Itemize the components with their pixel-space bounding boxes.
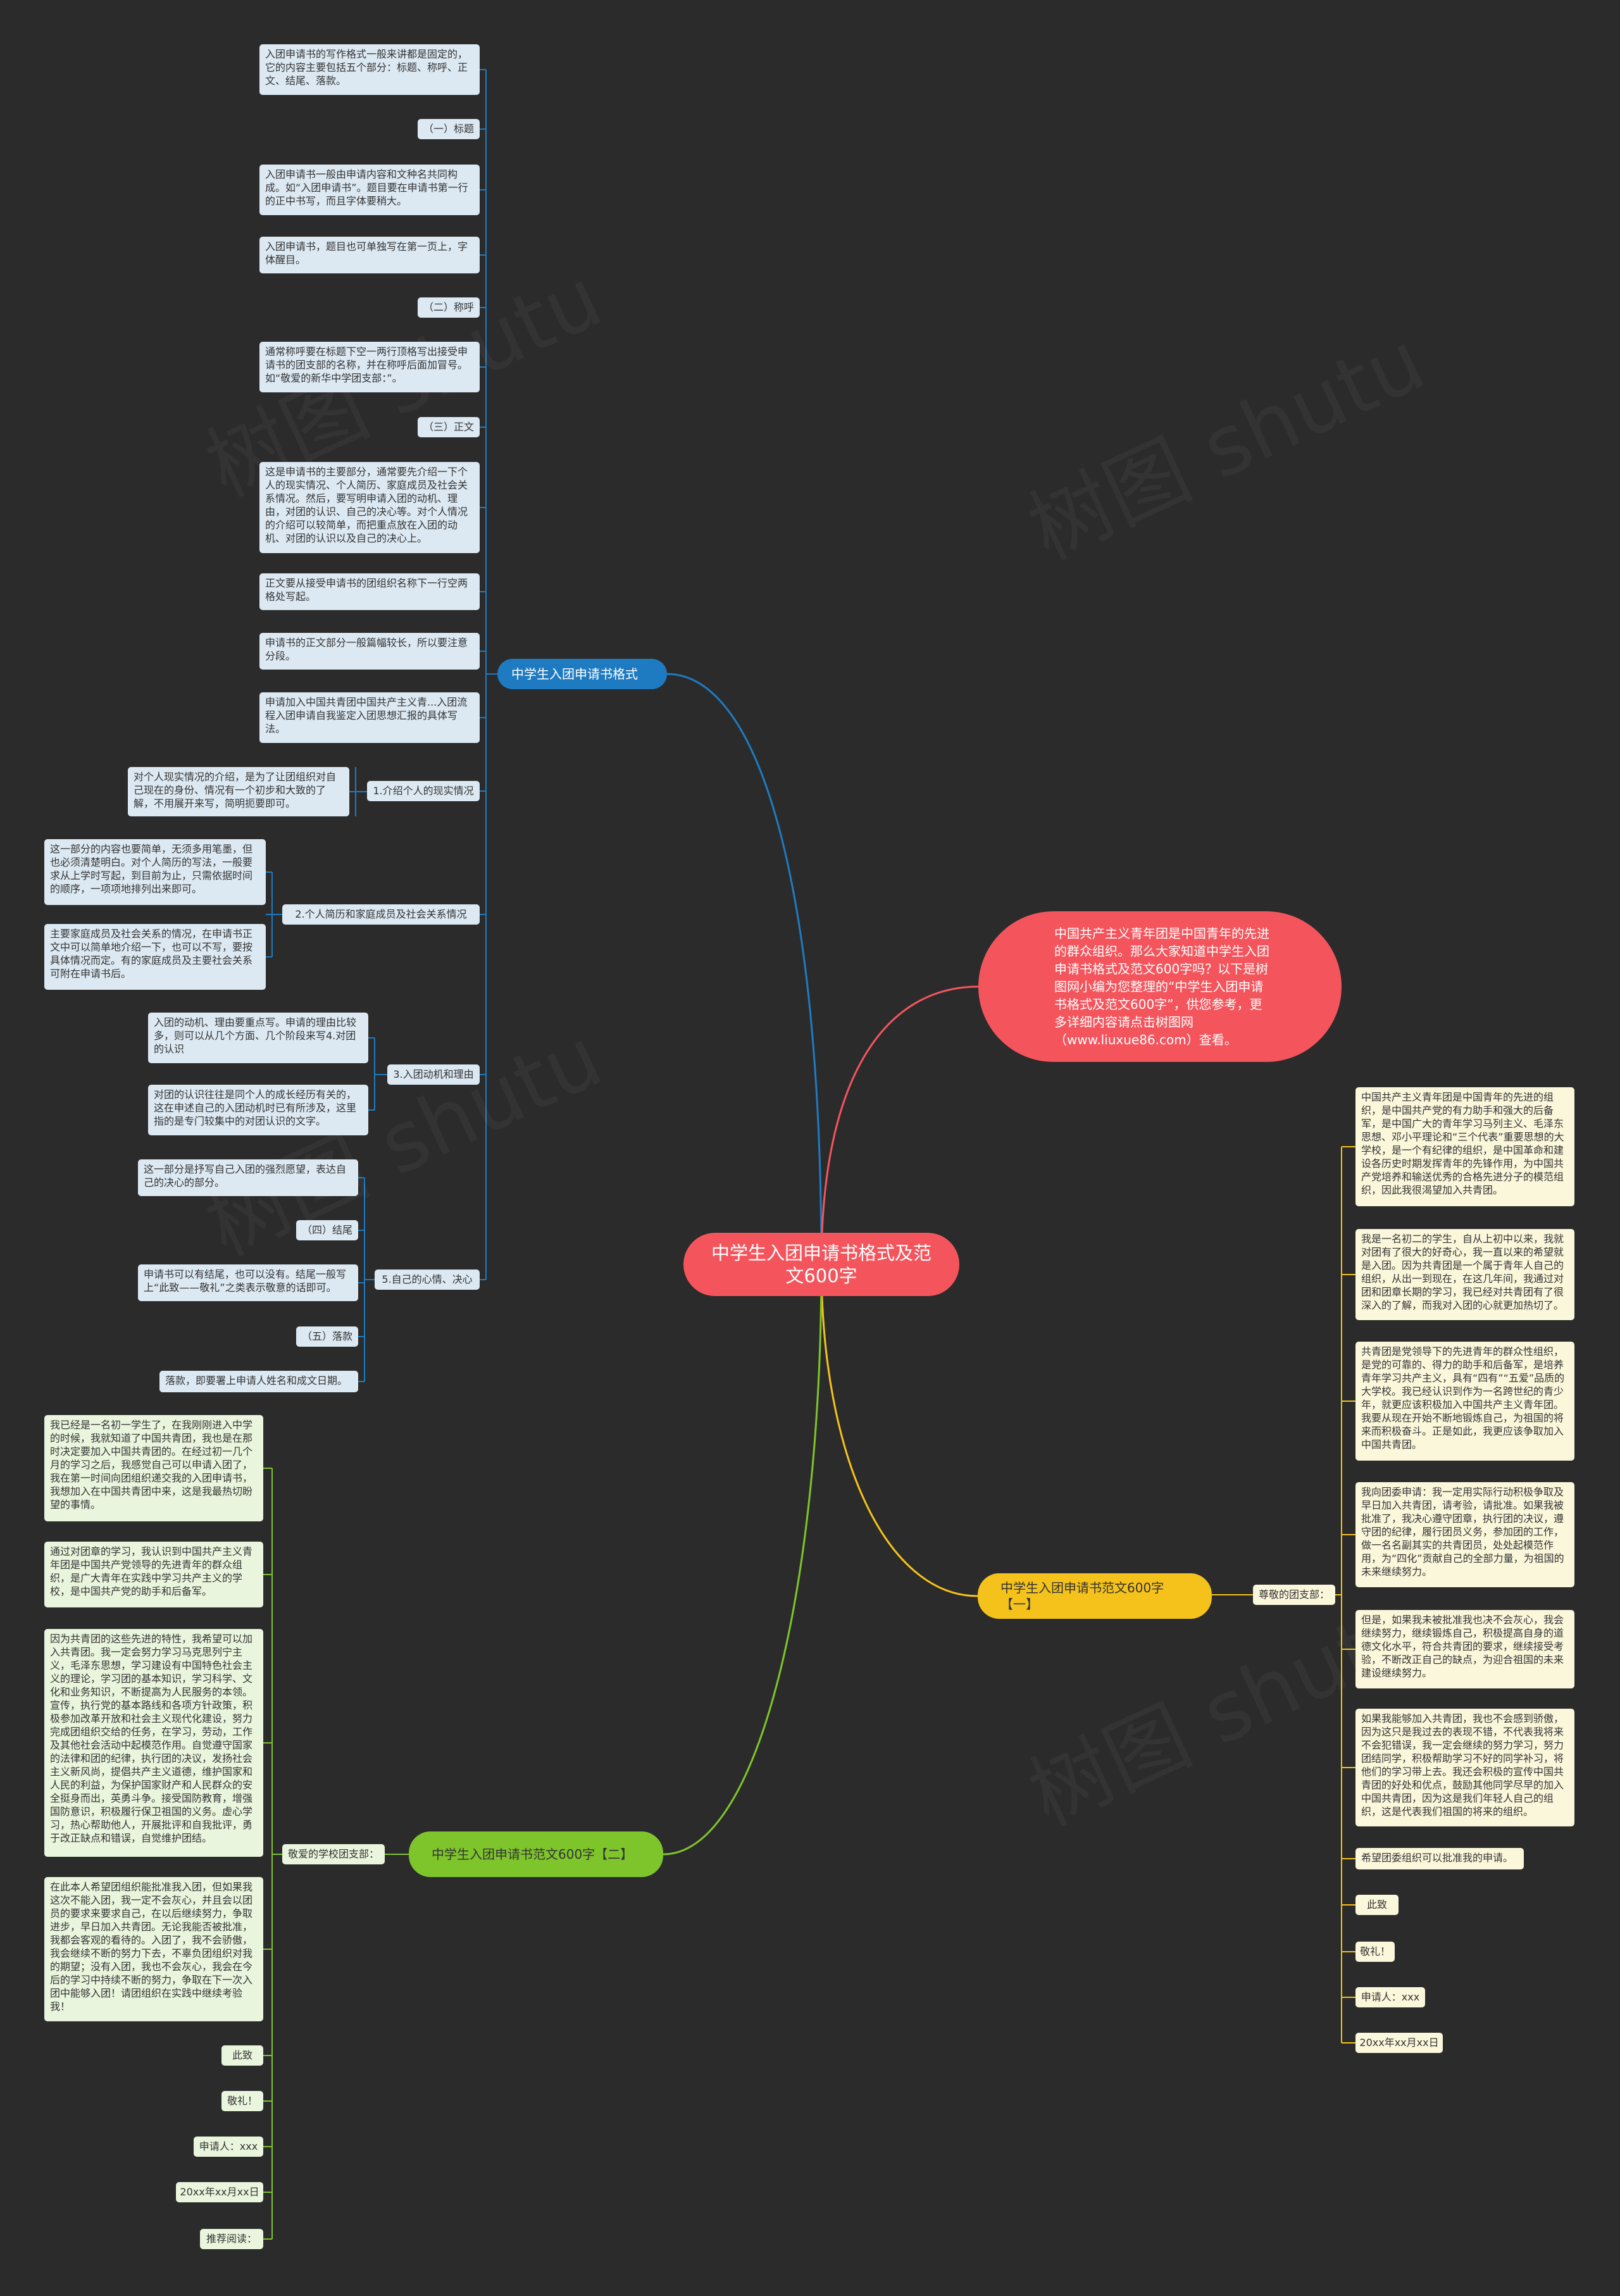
sample1-paragraph-2[interactable]: 我是一名初二的学生，自从上初中以来，我就对团有了很大的好奇心，我一直以来的希望就… (1355, 1229, 1574, 1320)
format-related-link[interactable]: 申请加入中国共青团中国共产主义青...入团流程入团申请自我鉴定入团思想汇报的具体… (259, 692, 480, 743)
branch-format[interactable]: 中学生入团申请书格式 (497, 659, 667, 689)
branch-sample-2[interactable]: 中学生入团申请书范文600字【二】 (409, 1831, 663, 1877)
sample2-applicant[interactable]: 申请人：xxx (194, 2137, 263, 2157)
sample1-paragraph-6[interactable]: 如果我能够加入共青团，我也不会感到骄傲，因为这只是我过去的表现不错，不代表我将来… (1355, 1709, 1574, 1826)
sample1-paragraph-3[interactable]: 共青团是党领导下的先进青年的群众性组织，是党的可靠的、得力的助手和后备军，是培养… (1355, 1342, 1574, 1461)
sample1-closing[interactable]: 此致 (1355, 1895, 1399, 1915)
sample1-salutation[interactable]: 尊敬的团支部： (1253, 1585, 1335, 1605)
format-salutation-desc[interactable]: 通常称呼要在标题下空一两行顶格写出接受申请书的团支部的名称，并在称呼后面加冒号。… (259, 342, 480, 392)
format-signature-heading[interactable]: （五）落款 (296, 1326, 358, 1347)
format-ending-heading[interactable]: （四）结尾 (296, 1220, 358, 1240)
sample2-closing[interactable]: 此致 (221, 2045, 263, 2066)
format-section-2-desc-b[interactable]: 主要家庭成员及社会关系的情况，在申请书正文中可以简单地介绍一下，也可以不写，要按… (44, 924, 266, 990)
root-title: 中学生入团申请书格式及范文600字 (711, 1242, 932, 1287)
sample1-applicant[interactable]: 申请人：xxx (1355, 1987, 1425, 2007)
link-root-intro (820, 985, 979, 1265)
sample2-salutation[interactable]: 敬爱的学校团支部： (282, 1844, 385, 1864)
format-section-3[interactable]: 3.入团动机和理由 (387, 1064, 480, 1085)
sample2-date[interactable]: 20xx年xx月xx日 (176, 2182, 263, 2202)
link-format-s1 (349, 767, 367, 816)
format-section-2-desc-a[interactable]: 这一部分的内容也要简单，无须多用笔墨，但也必须清楚明白。对个人简历的写法，一般要… (44, 839, 266, 905)
sample2-paragraph-1[interactable]: 我已经是一名初一学生了，在我刚刚进入中学的时候，我就知道了中国共青团，我也是在那… (44, 1415, 263, 1521)
format-section-5-desc[interactable]: 这一部分是抒写自己入团的强烈愿望，表达自己的决心的部分。 (138, 1159, 358, 1196)
sample1-paragraph-5[interactable]: 但是，如果我未被批准我也决不会灰心，我会继续努力，继续锻炼自己，积极提高自身的道… (1355, 1610, 1574, 1688)
format-body-desc[interactable]: 这是申请书的主要部分，通常要先介绍一下个人的现实情况、个人简历、家庭成员及社会关… (259, 462, 480, 553)
link-format-s5 (358, 1177, 375, 1382)
format-section-2[interactable]: 2.个人简历和家庭成员及社会关系情况 (282, 904, 480, 925)
sample2-paragraph-4[interactable]: 在此本人希望团组织能批准我入团，但如果我这次不能入团，我一定不会灰心，并且会以团… (44, 1877, 263, 2021)
format-title-heading[interactable]: （一）标题 (418, 119, 480, 139)
format-body-paragraph[interactable]: 申请书的正文部分一般篇幅较长，所以要注意分段。 (259, 633, 480, 670)
format-section-1[interactable]: 1.介绍个人的现实情况 (367, 781, 480, 801)
root-topic[interactable]: 中学生入团申请书格式及范文600字 (683, 1233, 959, 1296)
format-ending-desc[interactable]: 申请书可以有结尾，也可以没有。结尾一般写上“此致——敬礼”之类表示敬意的话即可。 (138, 1264, 358, 1301)
sample1-paragraph-4[interactable]: 我向团委申请：我一定用实际行动积极争取及早日加入共青团，请考验，请批准。如果我被… (1355, 1482, 1574, 1587)
format-body-heading[interactable]: （三）正文 (418, 417, 480, 437)
link-format-s2 (266, 871, 282, 958)
format-intro[interactable]: 入团申请书的写作格式一般来讲都是固定的，它的内容主要包括五个部分：标题、称呼、正… (259, 44, 480, 95)
sample2-salute[interactable]: 敬礼！ (221, 2091, 263, 2111)
sample1-date[interactable]: 20xx年xx月xx日 (1355, 2033, 1443, 2053)
format-title-desc[interactable]: 入团申请书一般由申请内容和文种名共同构成。如“入团申请书”。题目要在申请书第一行… (259, 165, 480, 215)
link-root-format (666, 673, 823, 1265)
link-format-s3 (368, 1037, 387, 1111)
format-salutation-heading[interactable]: （二）称呼 (418, 297, 480, 318)
format-section-3-desc-b[interactable]: 对团的认识往往是同个人的成长经历有关的，这在申述自己的入团动机时已有所涉及，这里… (148, 1085, 368, 1135)
branch-sample-1[interactable]: 中学生入团申请书范文600字【一】 (978, 1573, 1212, 1619)
link-root-sample1 (820, 1264, 978, 1597)
format-section-3-desc-a[interactable]: 入团的动机、理由要重点写。申请的理由比较多，则可以从几个方面、几个阶段来写4.对… (148, 1013, 368, 1063)
sample1-request[interactable]: 希望团委组织可以批准我的申请。 (1355, 1848, 1524, 1869)
intro-text: 中国共产主义青年团是中国青年的先进的群众组织。那么大家知道中学生入团申请书格式及… (1054, 926, 1269, 1047)
format-signature-desc[interactable]: 落款，即要署上申请人姓名和成文日期。 (159, 1371, 358, 1392)
sample2-paragraph-3[interactable]: 因为共青团的这些先进的特性，我希望可以加入共青团。我一定会努力学习马克思列宁主义… (44, 1629, 263, 1857)
format-body-start[interactable]: 正文要从接受申请书的团组织名称下一行空两格处写起。 (259, 573, 480, 610)
format-section-5[interactable]: 5.自己的心情、决心 (375, 1270, 480, 1290)
format-section-1-desc[interactable]: 对个人现实情况的介绍，是为了让团组织对自己现在的身份、情况有一个初步和大致的了解… (128, 767, 349, 816)
intro-node[interactable]: 中国共产主义青年团是中国青年的先进的群众组织。那么大家知道中学生入团申请书格式及… (978, 911, 1342, 1062)
sample2-paragraph-2[interactable]: 通过对团章的学习，我认识到中国共产主义青年团是中国共产党领导的先进青年的群众组织… (44, 1542, 263, 1607)
sample2-recommend[interactable]: 推荐阅读： (200, 2229, 263, 2249)
sample1-paragraph-1[interactable]: 中国共产主义青年团是中国青年的先进的组织，是中国共产党的有力助手和强大的后备军，… (1355, 1087, 1574, 1206)
link-root-sample2 (663, 1264, 823, 1856)
sample1-salute[interactable]: 敬礼！ (1355, 1942, 1395, 1962)
format-title-alt[interactable]: 入团申请书，题目也可单独写在第一页上，字体醒目。 (259, 237, 480, 273)
